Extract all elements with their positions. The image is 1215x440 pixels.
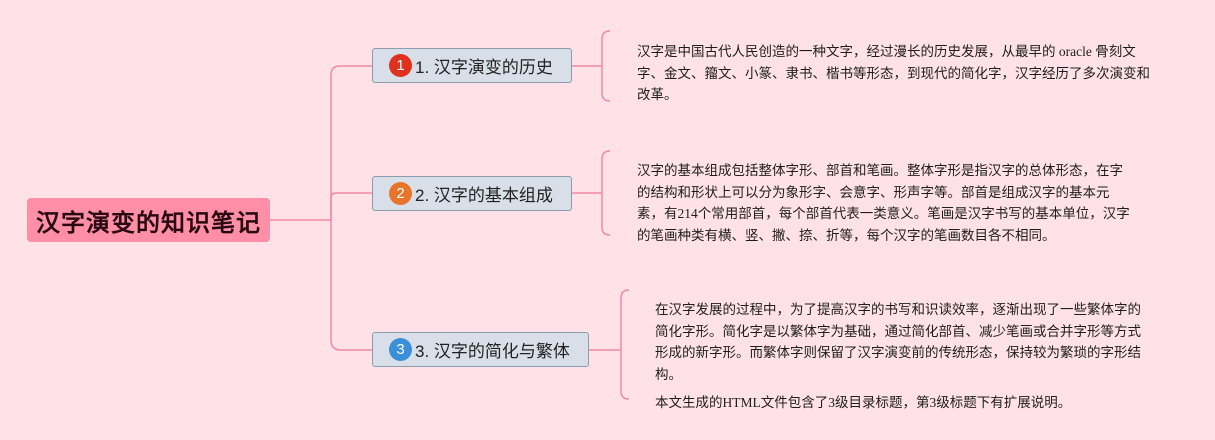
note-1-connector — [572, 30, 611, 102]
root-connectors — [270, 65, 372, 351]
branch-2-connector — [330, 192, 372, 220]
branch-label: 3. 汉字的简化与繁体 — [415, 342, 570, 361]
note-composition: 汉字的基本组成包括整体字形、部首和笔画。整体字形是指汉字的总体形态，在字的结构和… — [637, 160, 1135, 246]
note-html-info: 本文生成的HTML文件包含了3级目录标题，第3级标题下有扩展说明。 — [655, 392, 1150, 414]
root-title: 汉字演变的知识笔记 — [36, 209, 261, 237]
note-simplification: 在汉字发展的过程中，为了提高汉字的书写和识读效率，逐渐出现了一些繁体字的简化字形… — [655, 299, 1150, 385]
number-2-icon: 2 — [389, 182, 412, 205]
branch-topic-composition[interactable]: 2 2. 汉字的基本组成 — [372, 176, 572, 211]
note-history: 汉字是中国古代人民创造的一种文字，经过漫长的历史发展，从最早的 oracle 骨… — [637, 41, 1162, 106]
note-3-connector — [589, 289, 630, 400]
note-connectors — [572, 30, 630, 400]
branch-label: 2. 汉字的基本组成 — [415, 186, 553, 205]
number-1-icon: 1 — [389, 54, 412, 77]
branch-topic-simplification[interactable]: 3 3. 汉字的简化与繁体 — [372, 332, 589, 367]
branch-label: 1. 汉字演变的历史 — [415, 58, 553, 77]
root-topic[interactable]: 汉字演变的知识笔记 — [27, 198, 270, 242]
number-3-icon: 3 — [389, 338, 412, 361]
note-2-connector — [572, 150, 611, 236]
note-text: 汉字是中国古代人民创造的一种文字，经过漫长的历史发展，从最早的 oracle 骨… — [637, 44, 1150, 102]
note-text: 汉字的基本组成包括整体字形、部首和笔画。整体字形是指汉字的总体形态，在字的结构和… — [637, 163, 1130, 243]
note-text: 在汉字发展的过程中，为了提高汉字的书写和识读效率，逐渐出现了一些繁体字的简化字形… — [655, 302, 1141, 382]
branch-1-connector — [330, 65, 372, 220]
branch-topic-history[interactable]: 1 1. 汉字演变的历史 — [372, 48, 572, 83]
note-text: 本文生成的HTML文件包含了3级目录标题，第3级标题下有扩展说明。 — [655, 395, 1072, 410]
branch-3-connector — [330, 220, 372, 351]
